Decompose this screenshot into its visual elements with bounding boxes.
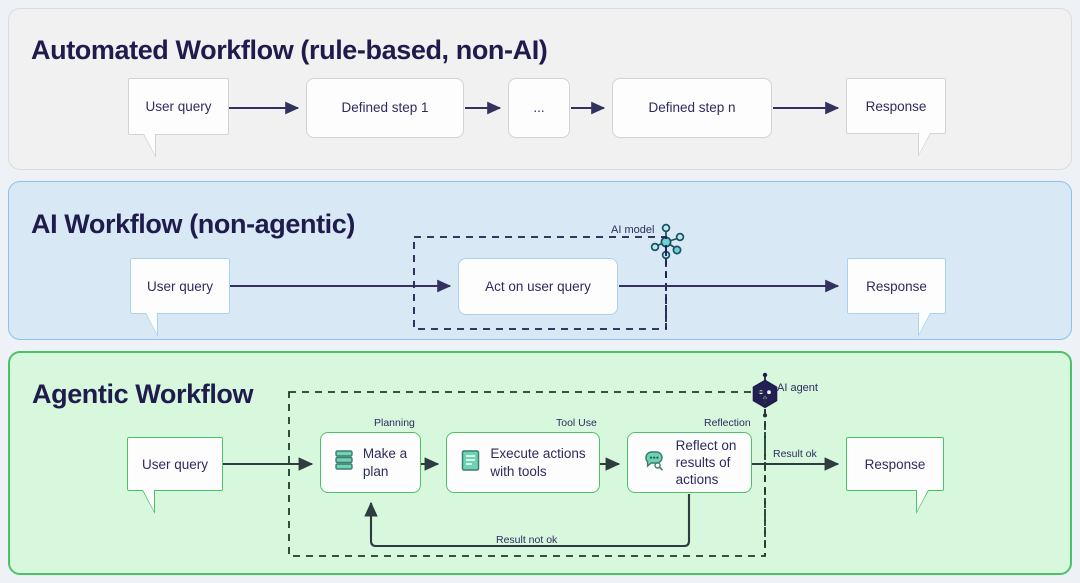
node-defined-step-1: Defined step 1 (306, 78, 464, 138)
node-label: Act on user query (485, 278, 591, 294)
node-label: Response (864, 456, 926, 472)
node-ellipsis-step: ... (508, 78, 570, 138)
ai-agent-robot-icon (748, 372, 782, 423)
node-label: Response (866, 278, 927, 294)
document-lines-icon (460, 449, 481, 476)
node-act-on-user-query: Act on user query (458, 258, 618, 315)
caption-result-ok: Result ok (773, 448, 817, 460)
caption-result-not-ok: Result not ok (496, 534, 558, 546)
node-defined-step-n: Defined step n (612, 78, 772, 138)
node-label: ... (533, 100, 545, 116)
node-user-query-agentic: User query (127, 437, 223, 514)
caption-ai-agent: AI agent (777, 382, 818, 394)
node-response-ai: Response (847, 258, 946, 337)
node-user-query-automated: User query (128, 78, 229, 158)
caption-tool-use: Tool Use (556, 417, 597, 429)
panel-title-ai-workflow: AI Workflow (non-agentic) (31, 209, 355, 239)
caption-ai-model: AI model (611, 224, 655, 236)
chat-bubble-dots-icon (643, 449, 667, 476)
node-label: User query (141, 456, 209, 472)
node-response-automated: Response (846, 78, 946, 157)
layers-stack-icon (334, 448, 354, 476)
node-label: Response (865, 98, 927, 114)
caption-reflection: Reflection (704, 417, 751, 429)
node-label: User query (146, 278, 214, 294)
panel-title-agentic: Agentic Workflow (32, 379, 254, 409)
node-label: User query (145, 99, 212, 114)
node-user-query-ai: User query (130, 258, 230, 337)
node-label: Defined step 1 (341, 100, 429, 116)
node-response-agentic: Response (846, 437, 944, 514)
node-label: Defined step n (648, 100, 736, 116)
caption-planning: Planning (374, 417, 415, 429)
panel-title-automated: Automated Workflow (rule-based, non-AI) (31, 35, 548, 65)
ai-model-network-icon (645, 222, 689, 267)
